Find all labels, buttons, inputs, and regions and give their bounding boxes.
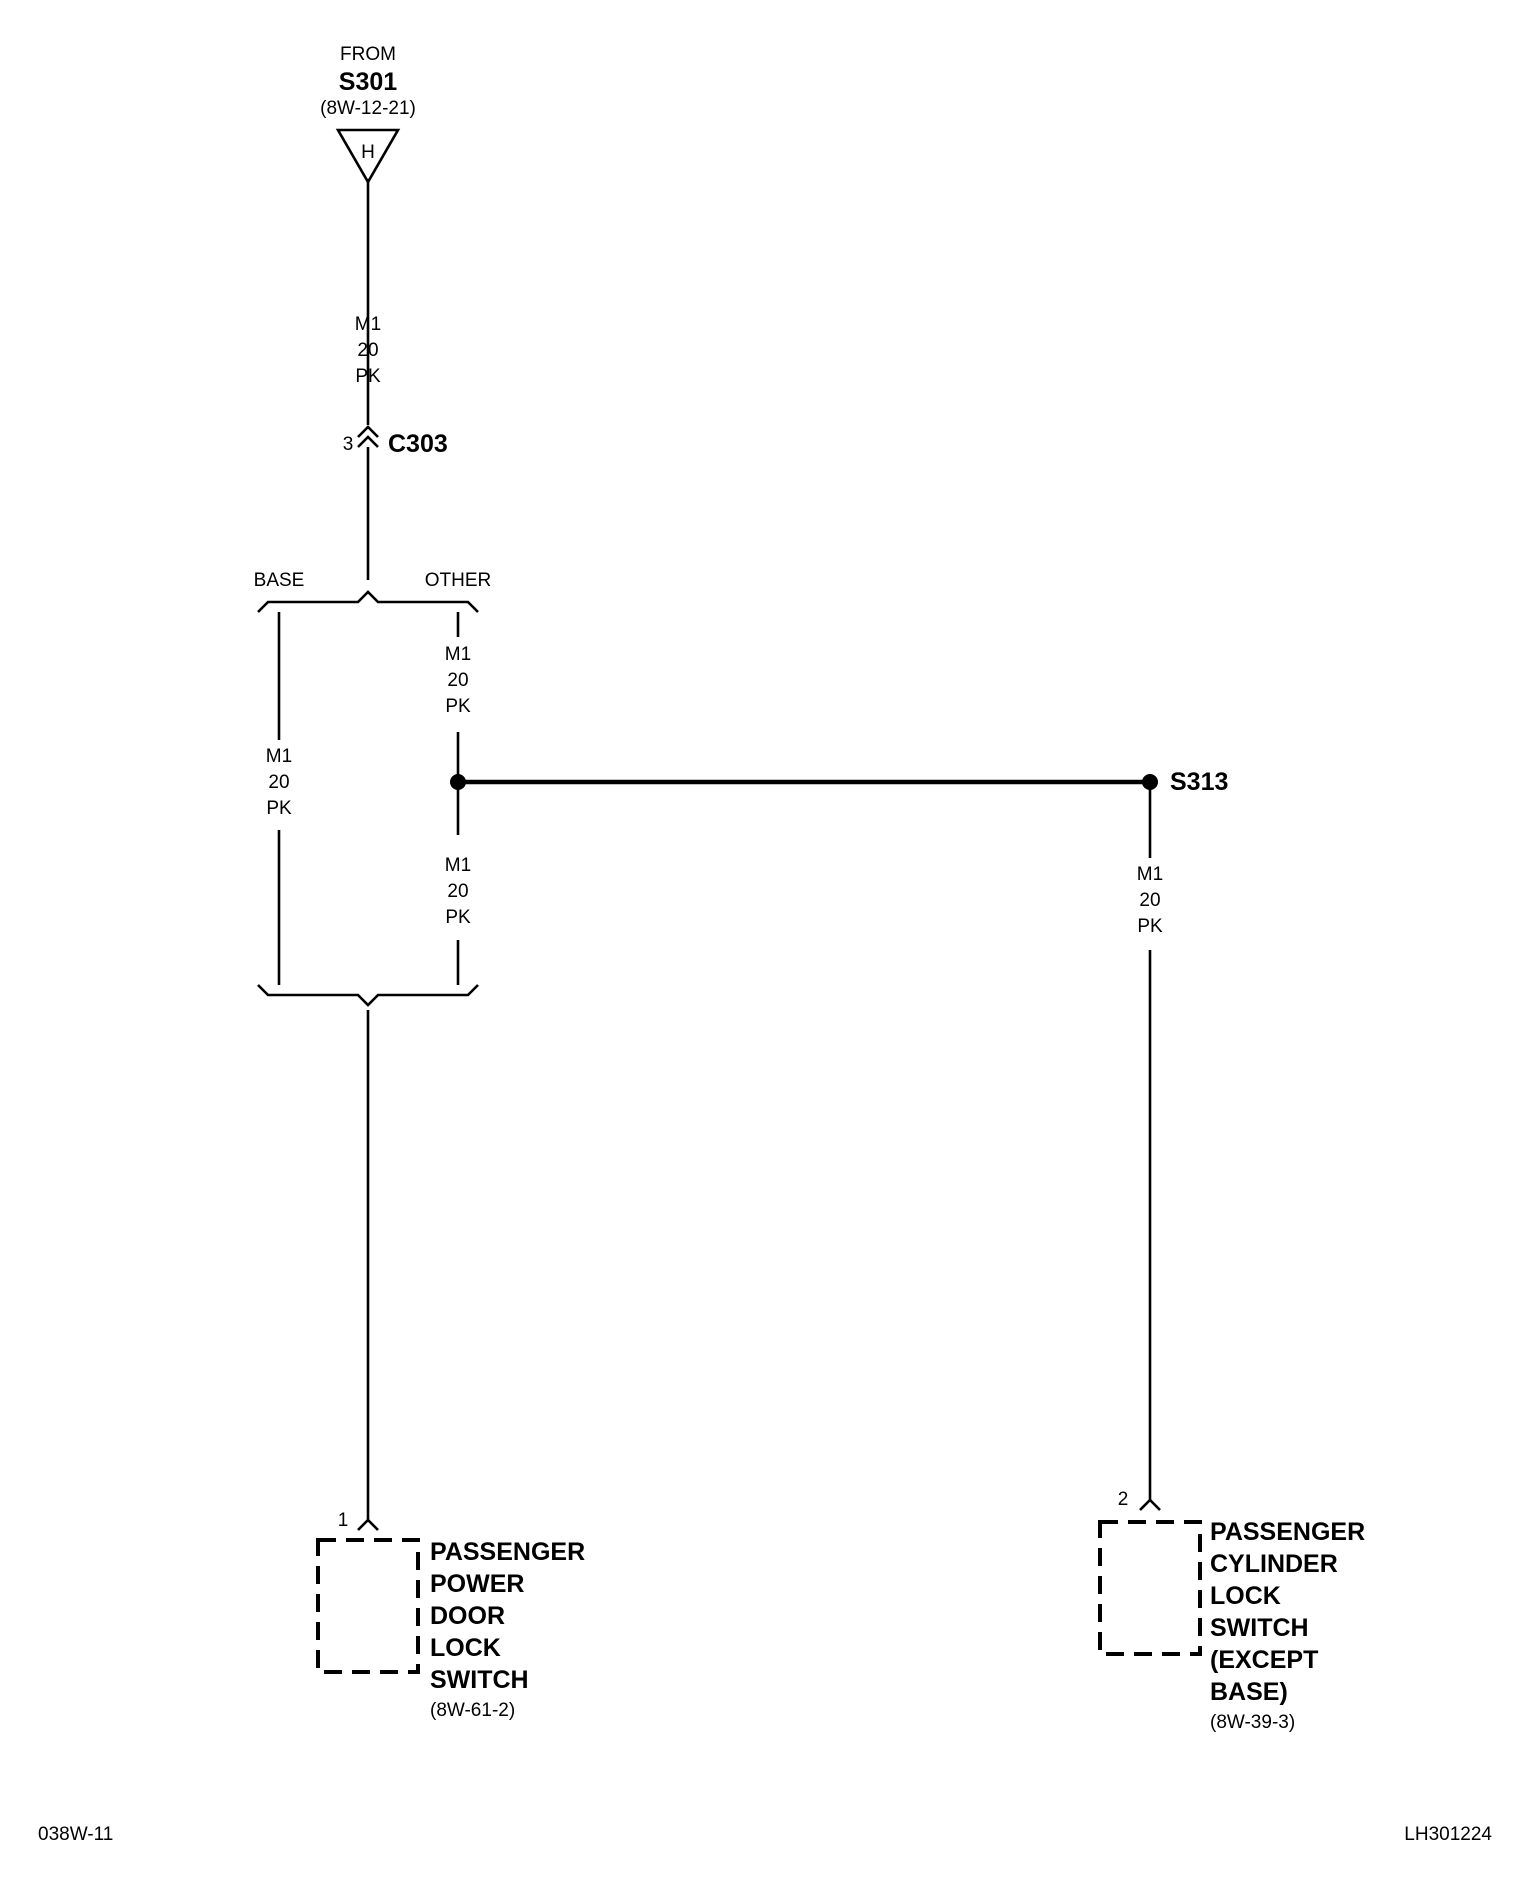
wire-color-other-lower: PK: [445, 907, 471, 928]
source-splice-label: S301: [339, 68, 397, 96]
component2-name-line4: SWITCH: [1210, 1614, 1309, 1642]
wire-circuit-s313: M1: [1137, 864, 1163, 885]
wire-circuit-base: M1: [266, 746, 292, 767]
component2-page-ref: (8W-39-3): [1210, 1712, 1295, 1733]
c303-pin: 3: [343, 434, 354, 455]
footer-figure-id: LH301224: [1404, 1824, 1492, 1845]
component1-name-line2: POWER: [430, 1570, 524, 1598]
source-connector-triangle: [335, 128, 401, 185]
other-option-label: OTHER: [425, 570, 492, 591]
wire-circuit-1: M1: [355, 314, 381, 335]
wire-color-s313: PK: [1137, 916, 1163, 937]
component2-name-line5: (EXCEPT: [1210, 1646, 1318, 1674]
s313-label: S313: [1170, 768, 1228, 796]
component1-page-ref: (8W-61-2): [430, 1700, 515, 1721]
pin2-connector-icon: [1139, 1498, 1161, 1511]
top-option-brace: [257, 590, 479, 613]
footer-page-code: 038W-11: [38, 1824, 113, 1845]
power-door-lock-switch-box: [316, 1538, 420, 1674]
base-option-label: BASE: [254, 570, 305, 591]
bottom-option-brace: [257, 984, 479, 1007]
c303-label: C303: [388, 430, 448, 458]
wire-color-other-upper: PK: [445, 696, 471, 717]
from-label: FROM: [340, 44, 396, 65]
wire-color-base: PK: [266, 798, 292, 819]
component2-name-line3: LOCK: [1210, 1582, 1281, 1610]
wire-circuit-other-lower: M1: [445, 855, 471, 876]
component1-pin: 1: [338, 1510, 349, 1531]
component1-name-line1: PASSENGER: [430, 1538, 585, 1566]
cylinder-lock-switch-box: [1098, 1520, 1202, 1656]
component2-name-line1: PASSENGER: [1210, 1518, 1365, 1546]
wire-gauge-other-lower: 20: [447, 881, 468, 902]
wire-color-1: PK: [355, 366, 381, 387]
wire-gauge-base: 20: [268, 772, 289, 793]
component1-name-line4: LOCK: [430, 1634, 501, 1662]
component1-name-line5: SWITCH: [430, 1666, 529, 1694]
c303-connector-icon: [357, 425, 379, 448]
source-page-ref: (8W-12-21): [320, 98, 416, 119]
wire-circuit-other-upper: M1: [445, 644, 471, 665]
component2-name-line6: BASE): [1210, 1678, 1288, 1706]
wire-gauge-other-upper: 20: [447, 670, 468, 691]
source-connector-letter: H: [361, 142, 375, 163]
component1-name-line3: DOOR: [430, 1602, 505, 1630]
pin1-connector-icon: [357, 1518, 379, 1531]
wire-gauge-s313: 20: [1139, 890, 1160, 911]
wire-gauge-1: 20: [357, 340, 378, 361]
component2-name-line2: CYLINDER: [1210, 1550, 1338, 1578]
component2-pin: 2: [1118, 1489, 1129, 1510]
